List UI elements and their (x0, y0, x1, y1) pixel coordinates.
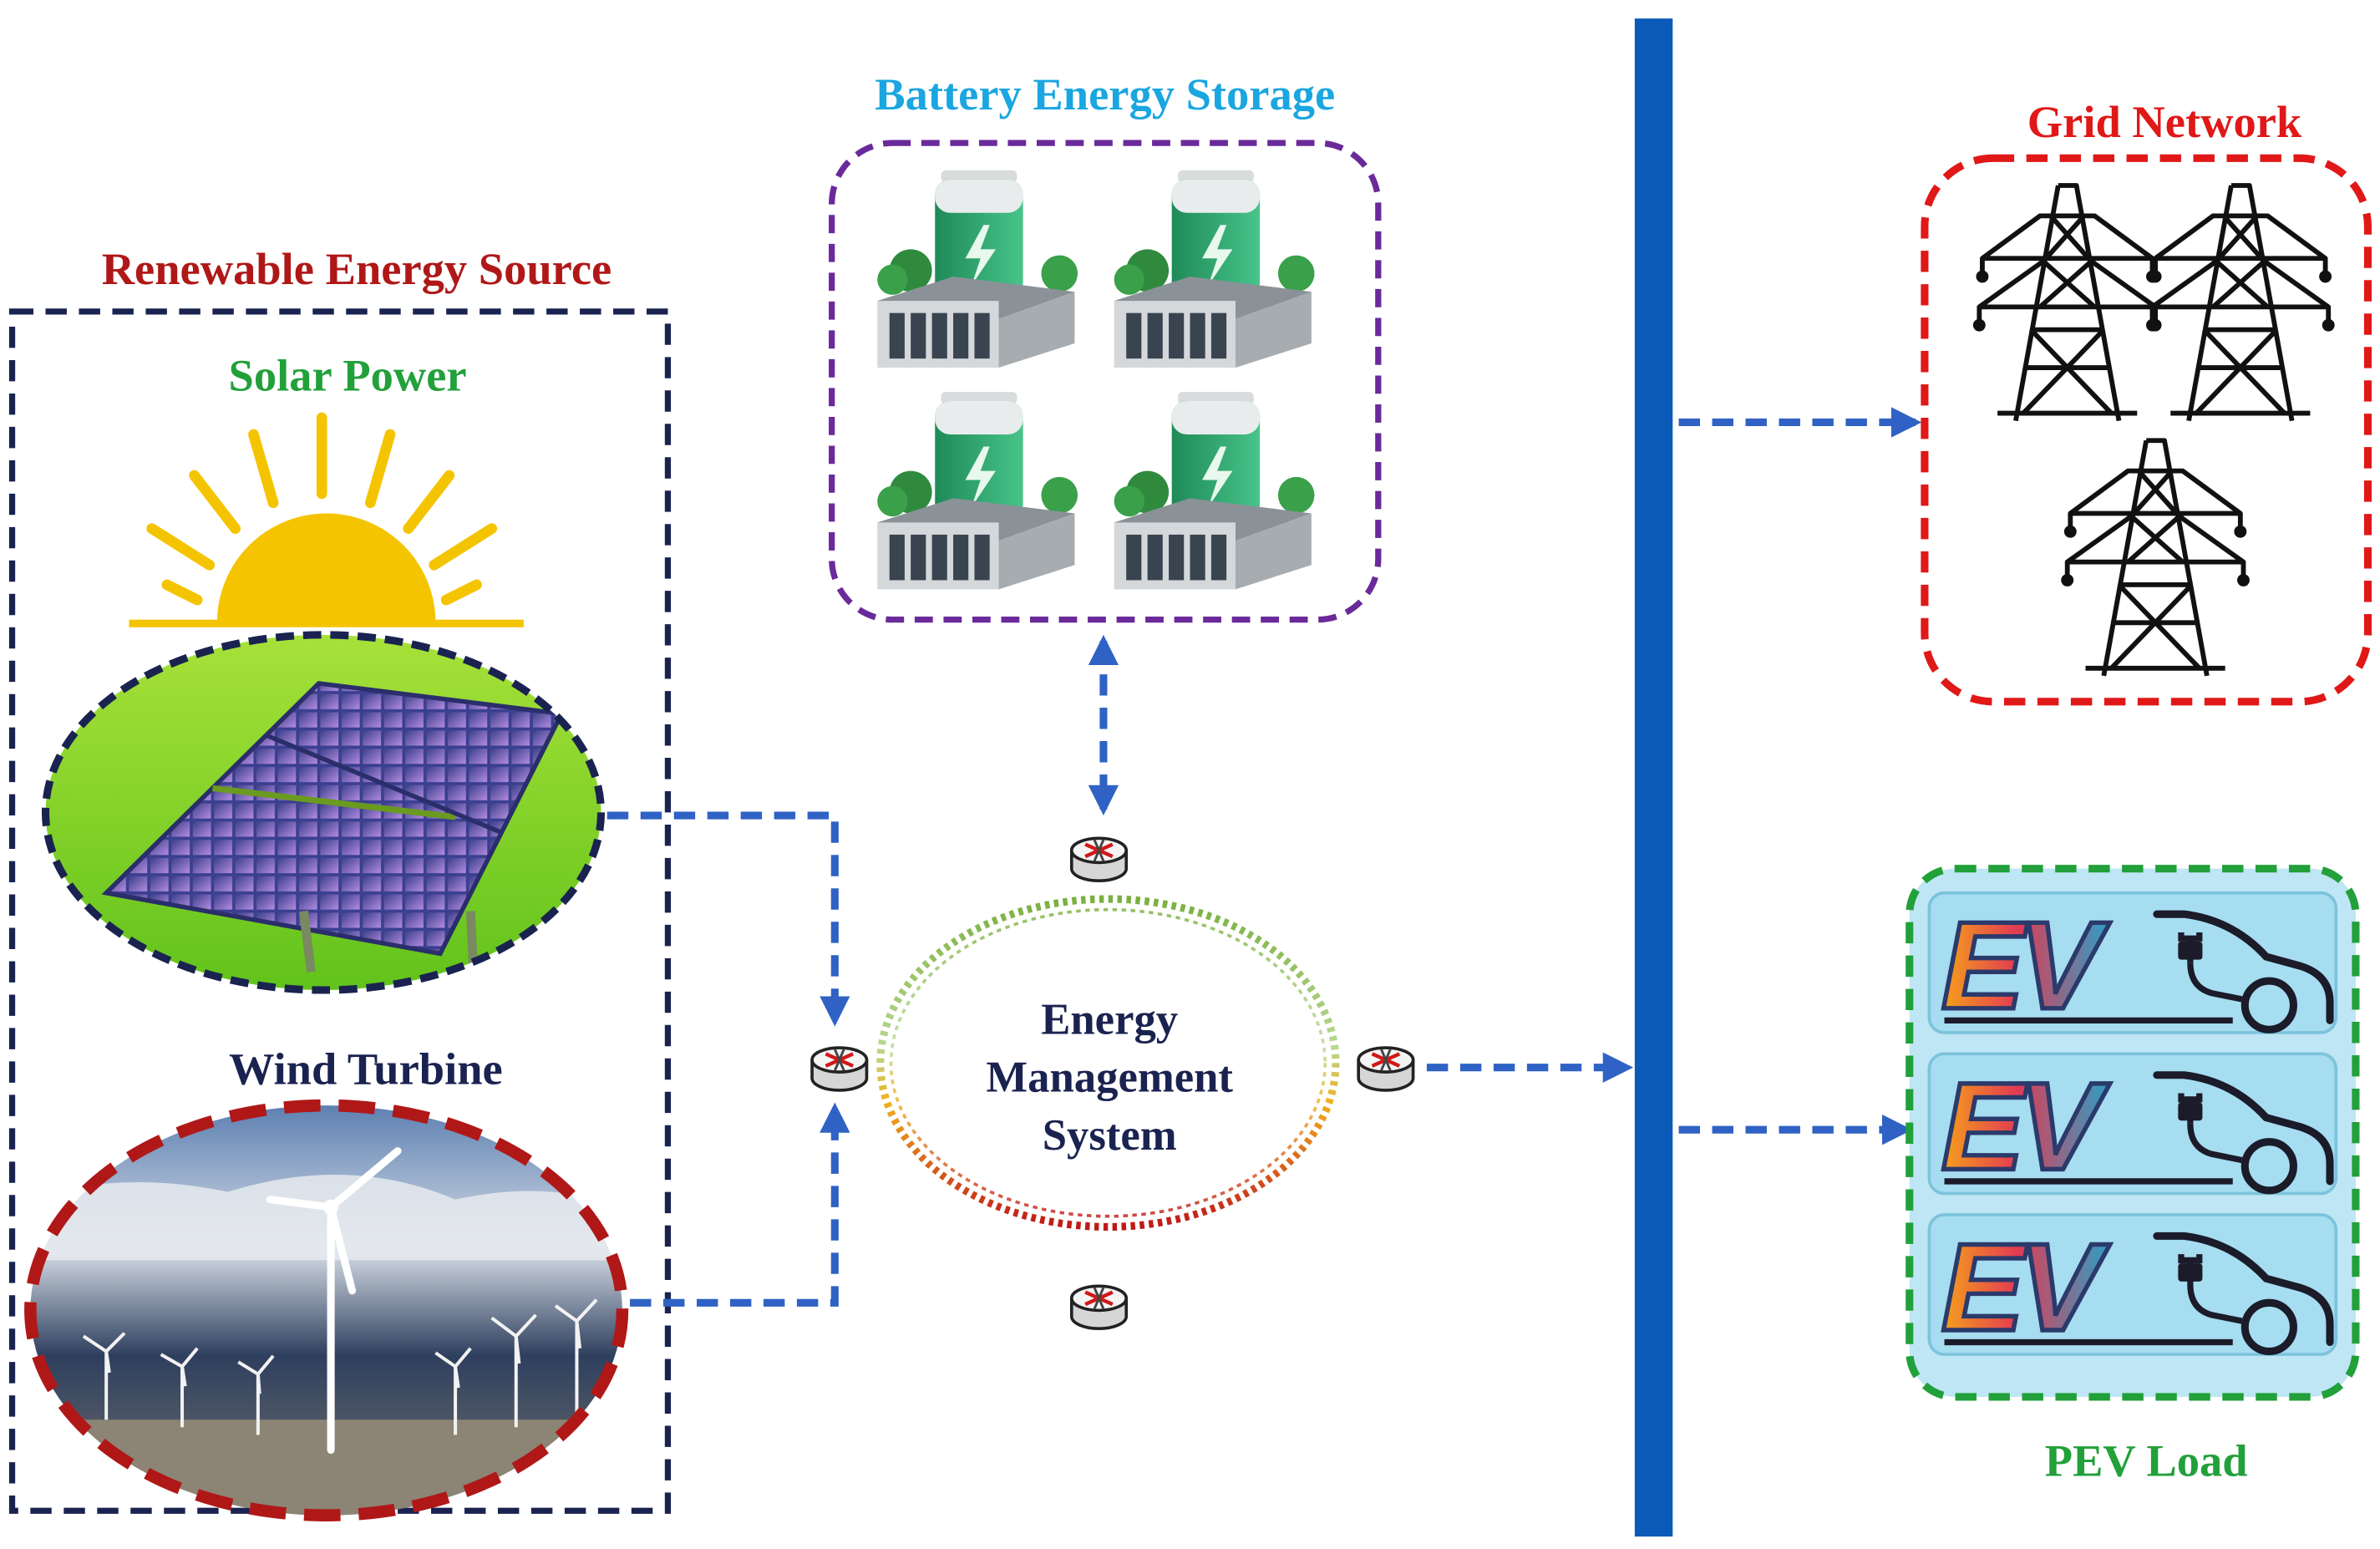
ev-car-icon (1929, 1215, 2336, 1357)
router-icon (1072, 838, 1126, 881)
battery-storage-icon (877, 170, 1315, 590)
wind-turbine-title: Wind Turbine (229, 1044, 503, 1094)
power-flow-arrows (606, 407, 1922, 1307)
wind-farm-icon (24, 1099, 629, 1521)
battery-energy-storage-box (829, 140, 1382, 623)
sun-icon (129, 412, 524, 627)
wind-to-ems-arrow (630, 1102, 850, 1307)
router-icon (1072, 1286, 1126, 1328)
solar-power-title: Solar Power (229, 349, 467, 400)
router-icon (812, 1048, 866, 1090)
transmission-tower-icon (1976, 185, 2159, 421)
renewable-energy-source-title: Renewable Energy Source (102, 243, 612, 294)
ems-label-line-3: System (1043, 1111, 1177, 1160)
ems-label-line-1: Energy (1041, 996, 1178, 1044)
pev-load-title: PEV Load (2045, 1435, 2248, 1486)
grid-network-title: Grid Network (2027, 96, 2302, 147)
transmission-tower-icon (2063, 440, 2247, 676)
busbar (1634, 18, 1673, 1537)
router-icon (1358, 1048, 1413, 1090)
grid-network-box (1921, 154, 2372, 706)
ev-car-icon (1929, 893, 2336, 1035)
transmission-tower-icon (2149, 185, 2332, 421)
energy-management-system-ring (876, 895, 1340, 1231)
ev-car-icon (1929, 1054, 2336, 1196)
battery-energy-storage-title: Battery Energy Storage (875, 69, 1335, 119)
solar-panel-icon (41, 631, 606, 994)
solar-to-ems-arrow (606, 811, 850, 1027)
ems-label-line-2: Management (986, 1054, 1233, 1102)
